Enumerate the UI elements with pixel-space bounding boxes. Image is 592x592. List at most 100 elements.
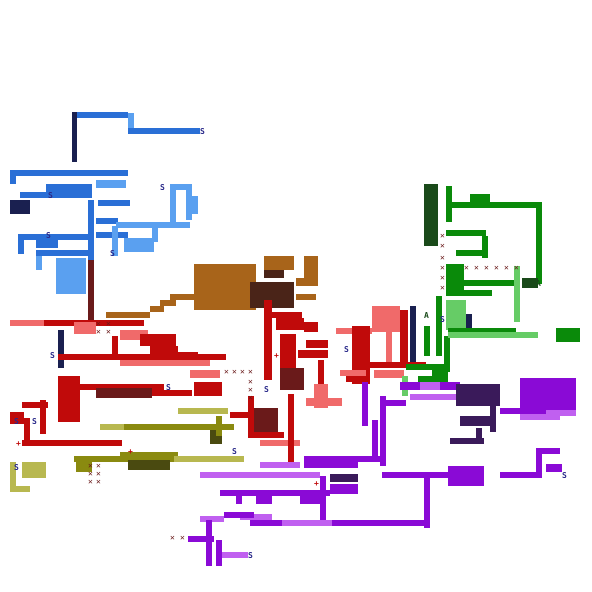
purple-room — [386, 400, 406, 406]
red-room — [40, 400, 46, 434]
light-purple-room — [546, 410, 576, 416]
red-room — [112, 320, 144, 326]
item-marker: ✕ — [248, 393, 253, 402]
brown-room — [304, 256, 318, 278]
item-marker: ✕ — [88, 461, 93, 470]
save-marker: S — [32, 417, 37, 426]
dark-purple-room — [460, 416, 490, 426]
red-room — [194, 382, 222, 396]
save-marker: S — [110, 249, 115, 258]
green-room — [424, 326, 430, 356]
brown-room — [160, 300, 176, 306]
blue-room — [96, 218, 118, 224]
red-room — [168, 352, 198, 360]
dark-navy-room — [58, 330, 64, 368]
save-marker: S — [562, 471, 567, 480]
item-marker: ✕ — [440, 241, 445, 250]
purple-room — [382, 472, 448, 478]
pink-room — [374, 370, 404, 378]
light-olive-room — [100, 424, 124, 430]
pink-room — [260, 440, 300, 446]
light-blue-room — [116, 222, 190, 228]
red-room — [248, 432, 284, 438]
item-marker: ✕ — [96, 327, 101, 336]
item-marker: ✕ — [484, 263, 489, 272]
save-marker: S — [264, 385, 269, 394]
dark-navy-room — [10, 200, 30, 214]
light-purple-room — [420, 382, 440, 390]
brown-room — [218, 272, 236, 298]
dark-navy-room — [466, 314, 472, 332]
save-marker: S — [48, 191, 53, 200]
item-marker: ✕ — [106, 319, 111, 328]
item-marker: ✕ — [106, 327, 111, 336]
purple-room — [236, 494, 242, 504]
olive-room — [120, 452, 178, 462]
red-room — [306, 340, 328, 348]
light-blue-room — [36, 256, 42, 270]
item-marker: ✕ — [440, 253, 445, 262]
dark-navy-room — [410, 306, 416, 362]
save-marker: S — [248, 551, 253, 560]
red-room — [400, 310, 408, 366]
item-marker: ✕ — [474, 263, 479, 272]
dark-olive-room — [128, 460, 170, 470]
save-marker: S — [46, 231, 51, 240]
blue-room — [36, 250, 94, 256]
green-room — [462, 280, 516, 286]
plus-marker: + — [274, 351, 279, 360]
green-room — [446, 290, 492, 296]
dark-green-room — [522, 278, 538, 288]
red-room — [22, 440, 122, 446]
item-marker: ✕ — [440, 231, 445, 240]
dark-purple-room — [456, 384, 500, 406]
item-marker: ✕ — [248, 367, 253, 376]
purple-room — [372, 420, 378, 460]
item-marker: ✕ — [170, 533, 175, 542]
brown-room — [296, 294, 316, 300]
olive-room — [216, 416, 222, 436]
red-room — [366, 362, 426, 368]
brown-room — [170, 294, 194, 300]
blue-room — [98, 200, 130, 206]
item-marker: ✕ — [240, 367, 245, 376]
dark-red-room — [280, 368, 304, 390]
item-marker: ✕ — [464, 263, 469, 272]
brown-room — [296, 278, 318, 286]
green-room — [470, 194, 490, 204]
pink-room — [340, 370, 366, 376]
blue-room — [20, 192, 50, 198]
purple-room — [224, 512, 254, 518]
light-blue-room — [170, 184, 176, 224]
plus-marker: + — [16, 439, 21, 448]
blue-room — [18, 234, 24, 254]
red-room — [298, 350, 328, 358]
red-room — [280, 334, 296, 368]
olive-room — [76, 460, 92, 472]
item-marker: ✕ — [180, 533, 185, 542]
letter_a-marker: A — [536, 279, 541, 288]
green-room — [436, 296, 442, 356]
item-marker: ✕ — [504, 263, 509, 272]
olive-room — [124, 424, 234, 430]
light-blue-room — [56, 258, 86, 294]
pink-room — [10, 320, 44, 326]
green-room — [446, 230, 486, 236]
olive-room — [74, 456, 128, 462]
map-rooms — [10, 112, 580, 566]
blue-room — [128, 128, 200, 134]
light-blue-room — [170, 184, 192, 190]
pink-room — [74, 322, 96, 334]
red-room — [272, 312, 302, 318]
blue-room — [46, 184, 92, 198]
purple-room — [448, 466, 484, 486]
purple-room — [500, 472, 540, 478]
item-marker: ✕ — [96, 477, 101, 486]
save-marker: S — [232, 447, 237, 456]
save-marker: S — [14, 417, 19, 426]
green-room — [536, 204, 542, 284]
light-purple-room — [240, 514, 272, 520]
blue-room — [74, 112, 128, 118]
